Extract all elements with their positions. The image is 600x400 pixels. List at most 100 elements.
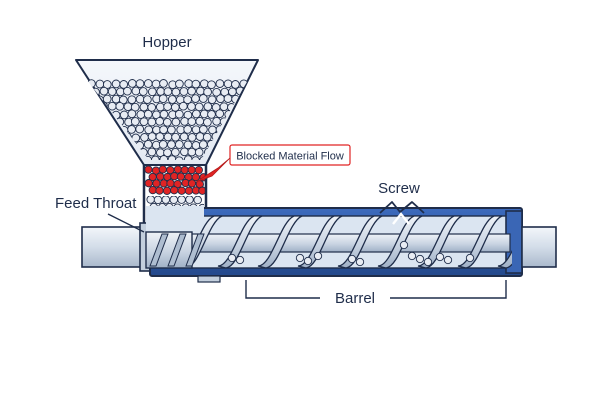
pellet (159, 125, 168, 135)
blocked-flow-label: Blocked Material Flow (236, 151, 344, 163)
pellet (195, 132, 205, 141)
pellet (171, 147, 180, 157)
pellet (199, 125, 208, 134)
pellet (83, 117, 92, 127)
pellet (167, 95, 177, 104)
pellet (191, 79, 201, 89)
blocked-pellet (152, 179, 161, 188)
screw-flight (417, 215, 463, 269)
screw-leader-arrow (392, 212, 410, 225)
pellet (167, 125, 176, 135)
pellet (423, 257, 433, 267)
pellet (107, 101, 117, 111)
pellet (127, 125, 136, 134)
blocked-pellet (170, 186, 179, 195)
pellet (155, 132, 165, 142)
blocked-pellet (144, 179, 153, 188)
blocked-pellet (158, 165, 167, 174)
pellet (123, 102, 133, 112)
pellet (91, 118, 101, 127)
pellet (130, 117, 140, 126)
pellet (127, 79, 137, 88)
blocked-pellet (173, 179, 182, 189)
pellet (83, 94, 88, 104)
pellet (155, 116, 165, 126)
pellet (156, 87, 166, 96)
pellet (138, 87, 148, 96)
pellet (227, 253, 237, 263)
blocked-pellet (180, 165, 189, 175)
pellet (347, 254, 357, 264)
pellet (83, 139, 88, 149)
pellet (236, 117, 245, 127)
pellet (235, 133, 245, 142)
pellet (147, 87, 157, 97)
pellet (179, 87, 189, 96)
pellet (239, 125, 249, 135)
pellet (111, 125, 120, 135)
pellet (99, 117, 109, 127)
pellet (110, 140, 120, 149)
pellet (159, 109, 169, 119)
pellet (191, 109, 201, 119)
pellet (153, 196, 163, 205)
blocked-pellet (187, 165, 196, 175)
pellet (163, 102, 172, 111)
pellet (174, 109, 184, 119)
pellet (167, 140, 176, 149)
pellet (111, 79, 121, 89)
blocked-pellet (162, 186, 172, 195)
pellet (119, 139, 129, 149)
pellet (131, 133, 141, 143)
pellet (123, 147, 133, 157)
pellet (108, 132, 117, 142)
pellet (161, 196, 171, 204)
blocked-pellet (176, 172, 186, 181)
screw-inlet-flight (185, 233, 205, 267)
pellet (119, 156, 129, 160)
pellet (219, 102, 229, 112)
pellet (159, 79, 168, 88)
pellet (202, 132, 212, 142)
pellet (203, 102, 213, 111)
pellet (180, 147, 189, 157)
pellet (303, 256, 313, 266)
pellet (155, 102, 165, 112)
pellet (203, 117, 212, 127)
drive-shaft-left (81, 226, 149, 268)
barrel-support-bracket (197, 275, 221, 283)
pellet (171, 132, 180, 142)
pellet (127, 109, 137, 119)
pellet (158, 140, 168, 149)
barrel-pellets (227, 240, 475, 267)
pellet (219, 148, 229, 157)
pellet (183, 140, 193, 150)
feed-throat-label: Feed Throat (55, 195, 137, 212)
pellet (207, 80, 216, 90)
barrel-feed-opening (146, 206, 204, 234)
pellet (407, 251, 417, 261)
feed-throat-leader-line (107, 213, 145, 233)
pellet (216, 155, 225, 160)
pellet (95, 110, 105, 120)
pellet (226, 132, 236, 142)
pellet (143, 95, 152, 104)
pellet (96, 140, 105, 150)
pellet (127, 156, 136, 160)
pellet (215, 79, 225, 88)
pellet (244, 133, 251, 143)
pellet (139, 102, 149, 112)
pellet (415, 254, 425, 264)
pellet (83, 102, 92, 111)
pellet (199, 79, 209, 89)
pellet (180, 117, 189, 126)
blocked-pellet (184, 186, 194, 195)
pellet (111, 94, 121, 104)
pellet (135, 79, 145, 88)
screw-inlet-flights (149, 233, 205, 267)
pellet (223, 79, 233, 89)
screw-root (190, 233, 511, 253)
pellet (170, 102, 180, 112)
barrel-label-group: Barrel (245, 280, 507, 307)
pellet (187, 133, 197, 142)
